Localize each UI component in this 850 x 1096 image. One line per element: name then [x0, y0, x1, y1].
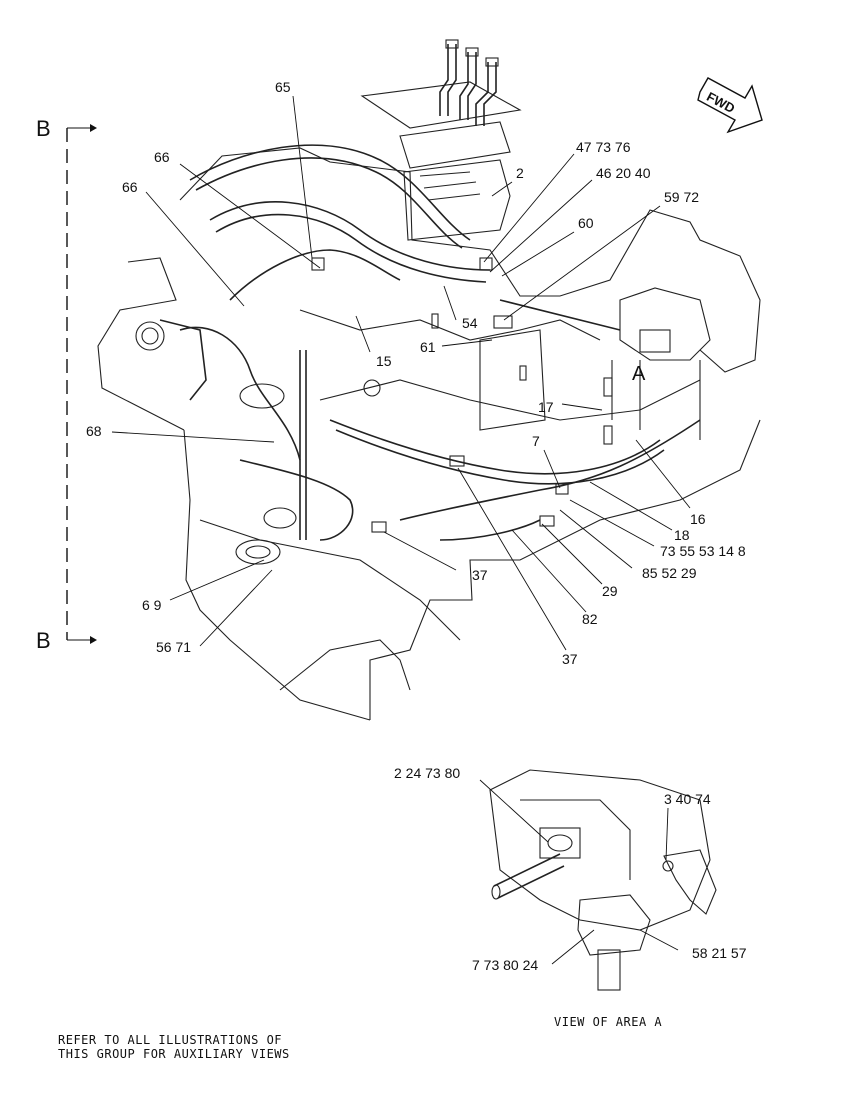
callout-29: 29: [602, 583, 618, 599]
callout-60: 60: [578, 215, 594, 231]
callout-37-middle: 37: [472, 567, 488, 583]
view-area-a-caption: VIEW OF AREA A: [554, 1015, 663, 1029]
callout-54: 54: [462, 315, 478, 331]
callout-15: 15: [376, 353, 392, 369]
callout-2: 2: [516, 165, 524, 181]
section-mark-top: B: [36, 116, 51, 141]
area-a-detail-drawing: [479, 769, 717, 991]
section-line-b-b: [66, 124, 97, 644]
callout-59-72: 59 72: [664, 189, 700, 205]
callout-82: 82: [582, 611, 598, 627]
callout-16: 16: [690, 511, 706, 527]
area-a-marker: A: [632, 363, 646, 385]
leader-lines: [111, 95, 691, 651]
callout-6-9: 6 9: [142, 597, 162, 613]
callout-3-40-74: 3 40 74: [664, 791, 711, 807]
callout-73-55-53-14-8: 73 55 53 14 8: [660, 543, 746, 559]
fittings: [135, 257, 671, 565]
callout-58-21-57: 58 21 57: [692, 945, 747, 961]
callout-46-20-40: 46 20 40: [596, 165, 651, 181]
callout-66-upper: 66: [154, 149, 170, 165]
callout-18: 18: [674, 527, 690, 543]
callout-68: 68: [86, 423, 102, 439]
callout-2-24-73-80: 2 24 73 80: [394, 765, 461, 781]
callout-65: 65: [275, 79, 291, 95]
fwd-arrow-icon: [697, 77, 763, 134]
section-mark-bottom: B: [36, 628, 51, 653]
callout-47-73-76: 47 73 76: [576, 139, 631, 155]
control-levers-assembly: [360, 39, 522, 241]
callout-7: 7: [532, 433, 540, 449]
callout-7-73-80-24: 7 73 80 24: [472, 957, 539, 973]
auxiliary-views-note: REFER TO ALL ILLUSTRATIONS OF THIS GROUP…: [58, 1033, 290, 1061]
callout-66-lower: 66: [122, 179, 138, 195]
callout-85-52-29: 85 52 29: [642, 565, 697, 581]
machine-frame-outline: [97, 147, 761, 721]
callout-61: 61: [420, 339, 436, 355]
callout-56-71: 56 71: [156, 639, 192, 655]
hydraulic-hoses: [159, 144, 701, 541]
callout-17: 17: [538, 399, 554, 415]
callout-37-bottom: 37: [562, 651, 578, 667]
